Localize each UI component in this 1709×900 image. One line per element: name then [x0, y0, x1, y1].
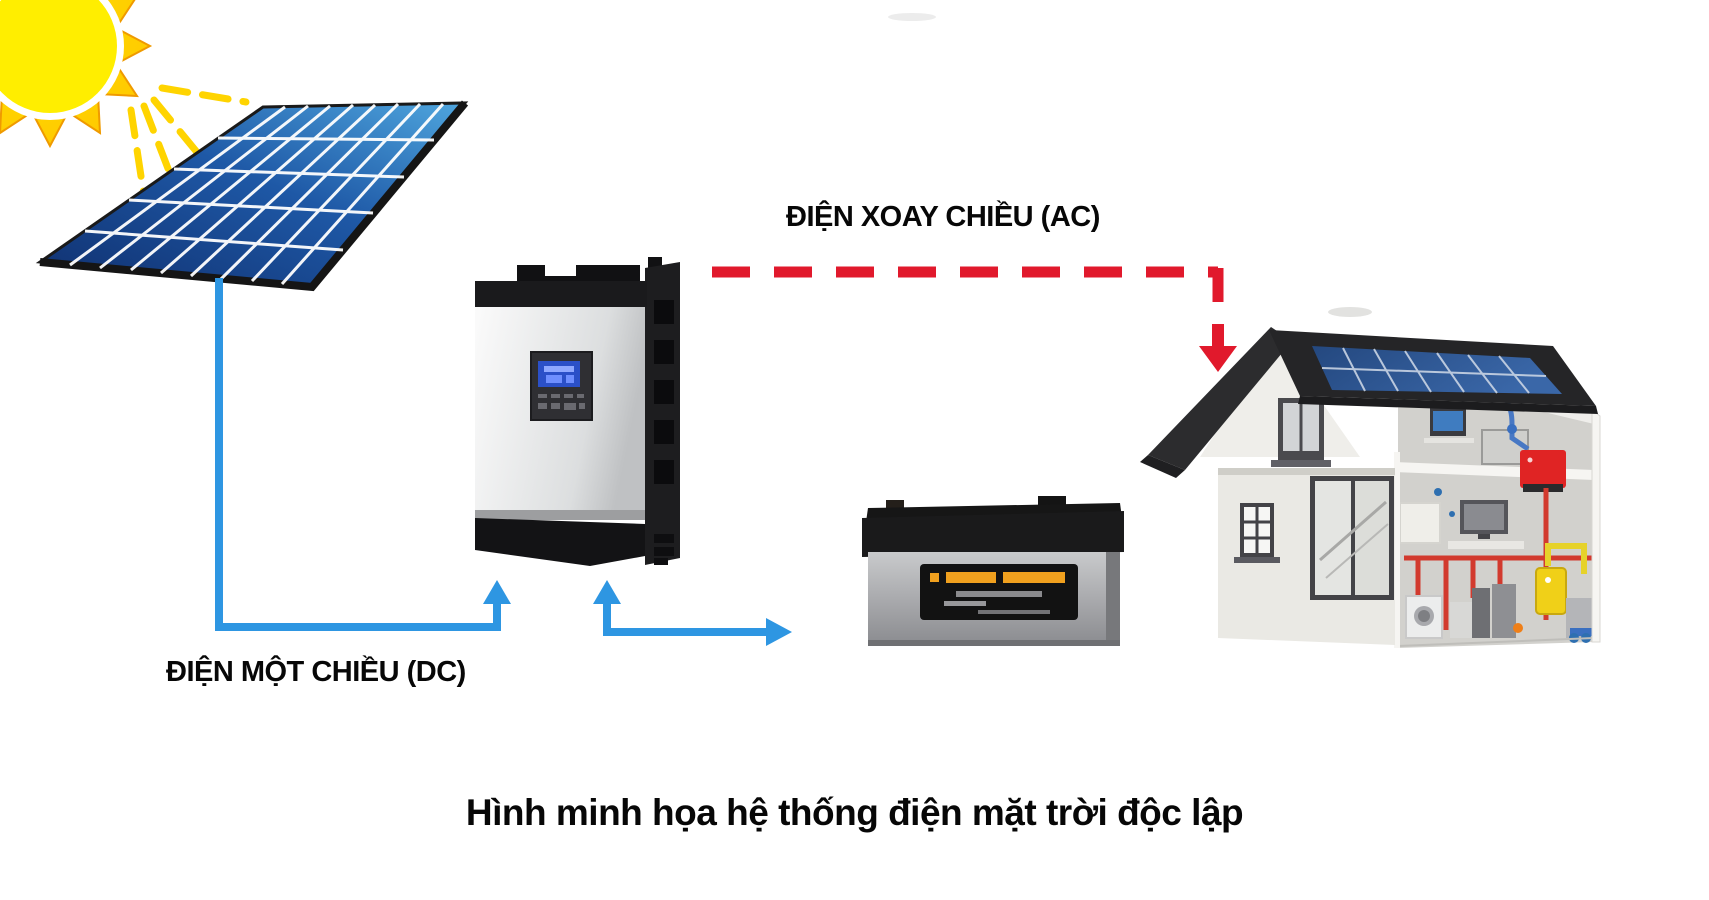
dc-label: ĐIỆN MỘT CHIỀU (DC) — [166, 656, 466, 688]
inverter-icon — [475, 257, 680, 566]
sun-icon — [0, 0, 153, 149]
house-icon — [888, 13, 1601, 648]
dc-battery-arrow-icon — [593, 580, 792, 646]
ac-dashed-arrow-icon — [712, 266, 1237, 372]
ac-label: ĐIỆN XOAY CHIỀU (AC) — [786, 201, 1100, 233]
solar-panel-icon — [35, 100, 469, 292]
battery-icon — [862, 496, 1124, 646]
dc-arrow-icon — [215, 278, 511, 631]
sun-rays-icon — [127, 84, 250, 200]
caption: Hình minh họa hệ thống điện mặt trời độc… — [465, 792, 1244, 833]
